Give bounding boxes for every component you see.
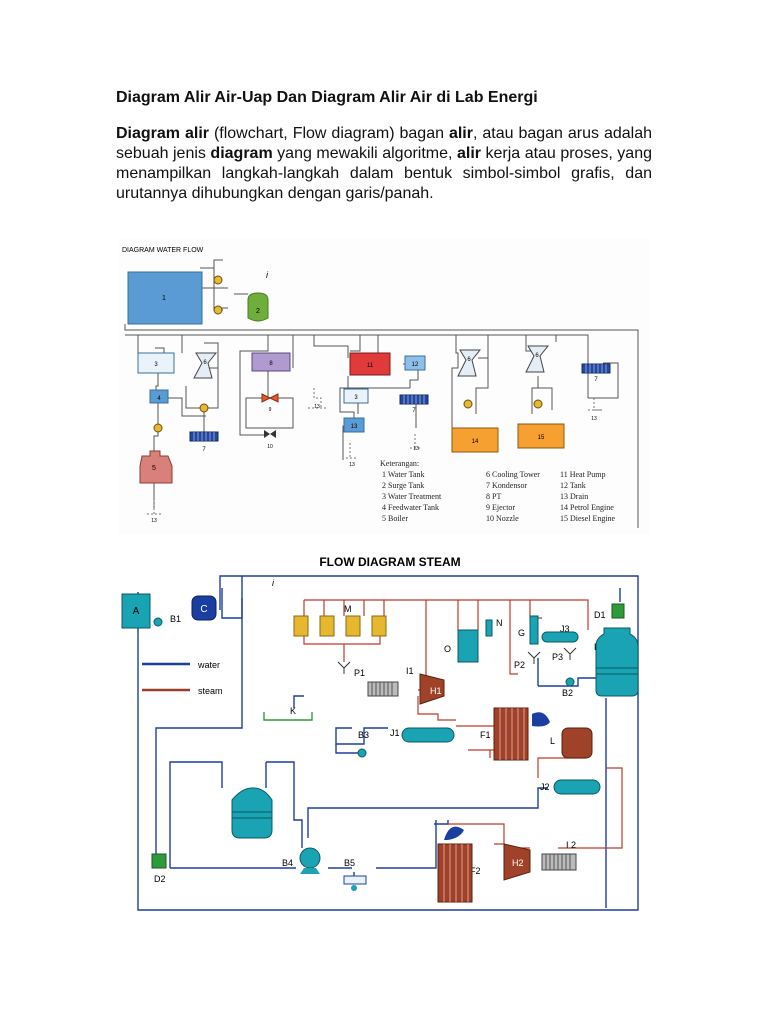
node-label: 3 xyxy=(154,362,158,368)
component-B1: B1 xyxy=(170,614,181,624)
node-label: 15 xyxy=(538,435,545,441)
steam-legend-label: steam xyxy=(198,686,223,696)
component-O: O xyxy=(444,644,451,654)
node-label: 9 xyxy=(269,407,272,413)
component-H2: H2 xyxy=(512,858,524,868)
steam-flow-diagram: FLOW DIAGRAM STEAM i xyxy=(118,548,650,916)
component-B2: B2 xyxy=(562,688,573,698)
component-I1: I1 xyxy=(406,666,414,676)
water-flow-legend: 1 Water Tank 2 Surge Tank 3 Water Treatmen… xyxy=(382,470,616,523)
water-flow-title: DIAGRAM WATER FLOW xyxy=(122,247,204,254)
component-B4: B4 xyxy=(282,858,293,868)
component-G: G xyxy=(518,628,525,638)
component-I2: I 2 xyxy=(566,840,576,850)
node-label: 13 xyxy=(314,404,320,410)
legend-item: 5 Boiler xyxy=(382,514,408,523)
component-B3: B3 xyxy=(358,730,369,740)
node-label: 6 xyxy=(535,353,539,359)
node-label: 13 xyxy=(351,424,358,430)
intro-bold-term: alir xyxy=(456,145,481,162)
node-label: 4 xyxy=(157,396,161,402)
legend-item: 6 Cooling Tower xyxy=(486,470,540,479)
component-J3: J3 xyxy=(560,624,570,634)
cursor-mark: i xyxy=(266,270,269,280)
legend-item: 15 Diesel Engine xyxy=(560,514,616,523)
component-L: L xyxy=(550,736,555,746)
node-label: 8 xyxy=(269,361,273,367)
node-label: 13 xyxy=(591,416,597,422)
component-D2: D2 xyxy=(154,874,166,884)
component-H1: H1 xyxy=(430,686,442,696)
water-flow-diagram: DIAGRAM WATER FLOW i xyxy=(118,238,650,534)
legend-item: 2 Surge Tank xyxy=(382,481,424,490)
component-F1: F1 xyxy=(480,730,491,740)
node-label: 6 xyxy=(203,360,207,366)
legend-item: 10 Nozzle xyxy=(486,514,519,523)
intro-bold-term: alir xyxy=(448,125,473,142)
legend-item: 14 Petrol Engine xyxy=(560,503,614,512)
legend-item: 9 Ejector xyxy=(486,503,515,512)
component-A: A xyxy=(133,606,140,617)
legend-item: 7 Kondensor xyxy=(486,481,527,490)
node-label: 7 xyxy=(202,447,206,453)
intro-text: (flowchart, Flow diagram) bagan xyxy=(209,125,449,142)
node-label: 11 xyxy=(367,363,374,369)
component-M: M xyxy=(344,604,352,614)
node-label: 1 xyxy=(162,295,166,302)
component-K: K xyxy=(290,706,296,716)
intro-paragraph: Diagram alir (flowchart, Flow diagram) b… xyxy=(116,124,652,204)
node-label: 13 xyxy=(413,446,419,452)
node-label: 7 xyxy=(594,377,598,383)
intro-text: , atau bagan arus adalah sebuah jenis xyxy=(116,125,653,162)
node-label: 2 xyxy=(256,308,260,315)
node-label: 6 xyxy=(467,357,471,363)
document-title: Diagram Alir Air-Uap Dan Diagram Alir Ai… xyxy=(116,89,538,106)
node-label: 3 xyxy=(354,395,358,401)
component-P2: P2 xyxy=(514,660,525,670)
node-label: 12 xyxy=(412,362,419,368)
intro-text: kerja atau proses, yang menampilkan lang… xyxy=(116,145,653,202)
component-J1: J1 xyxy=(390,728,400,738)
component-P1: P1 xyxy=(354,668,365,678)
legend-item: 13 Drain xyxy=(560,492,588,501)
component-P3: P3 xyxy=(552,652,563,662)
component-C: C xyxy=(200,604,207,615)
intro-bold-term: diagram xyxy=(210,145,273,162)
node-label: 13 xyxy=(349,462,355,468)
intro-bold-term: Diagram alir xyxy=(116,125,209,142)
water-legend-label: water xyxy=(197,660,220,670)
legend-item: 12 Tank xyxy=(560,481,586,490)
intro-text: yang mewakili algoritme, xyxy=(272,145,457,162)
legend-item: 4 Feedwater Tank xyxy=(382,503,439,512)
node-label: 13 xyxy=(151,518,157,524)
legend-title: Keterangan: xyxy=(380,459,419,468)
node-label: 14 xyxy=(472,439,479,445)
component-B5: B5 xyxy=(344,858,355,868)
component-J2: J2 xyxy=(540,782,550,792)
legend-item: 8 PT xyxy=(486,492,501,501)
node-label: 10 xyxy=(267,444,273,450)
legend-item: 11 Heat Pump xyxy=(560,470,605,479)
legend-item: 1 Water Tank xyxy=(382,470,425,479)
component-D1: D1 xyxy=(594,610,606,620)
component-F2: F2 xyxy=(470,866,481,876)
component-N: N xyxy=(496,618,503,628)
node-label: 7 xyxy=(412,408,416,414)
cursor-mark: i xyxy=(272,578,275,588)
legend-item: 3 Water Treatment xyxy=(382,492,442,501)
node-label: 5 xyxy=(152,465,156,472)
steam-diagram-title: FLOW DIAGRAM STEAM xyxy=(319,555,460,569)
